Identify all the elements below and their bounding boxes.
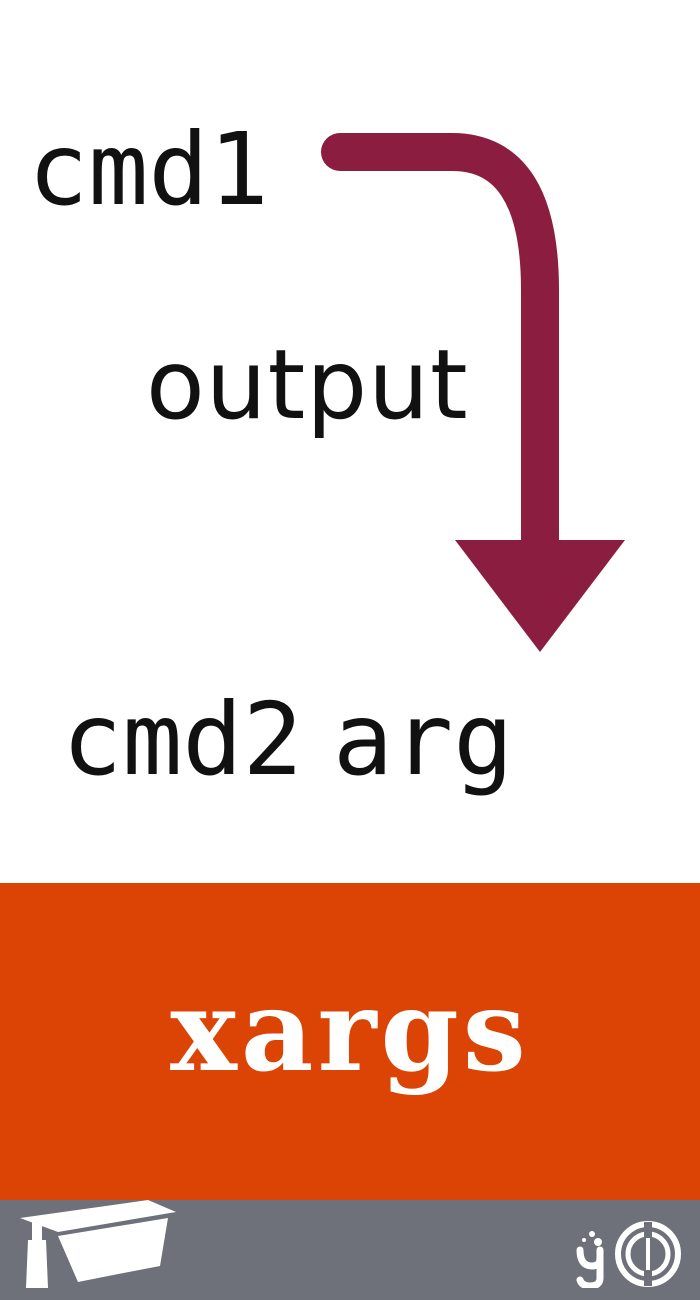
banner-title: xargs (170, 966, 530, 1097)
title-banner: xargs (0, 883, 700, 1200)
flow-arrow (321, 133, 625, 652)
arrow-head (455, 540, 625, 652)
target-command: cmd2 (62, 681, 303, 798)
target-argument: arg (332, 681, 514, 798)
brand-logo-icon (576, 1221, 681, 1288)
graduation-cap-icon (20, 1200, 176, 1288)
flow-label: output (146, 329, 469, 441)
source-command: cmd1 (28, 111, 269, 228)
arrow-shaft (321, 133, 559, 579)
